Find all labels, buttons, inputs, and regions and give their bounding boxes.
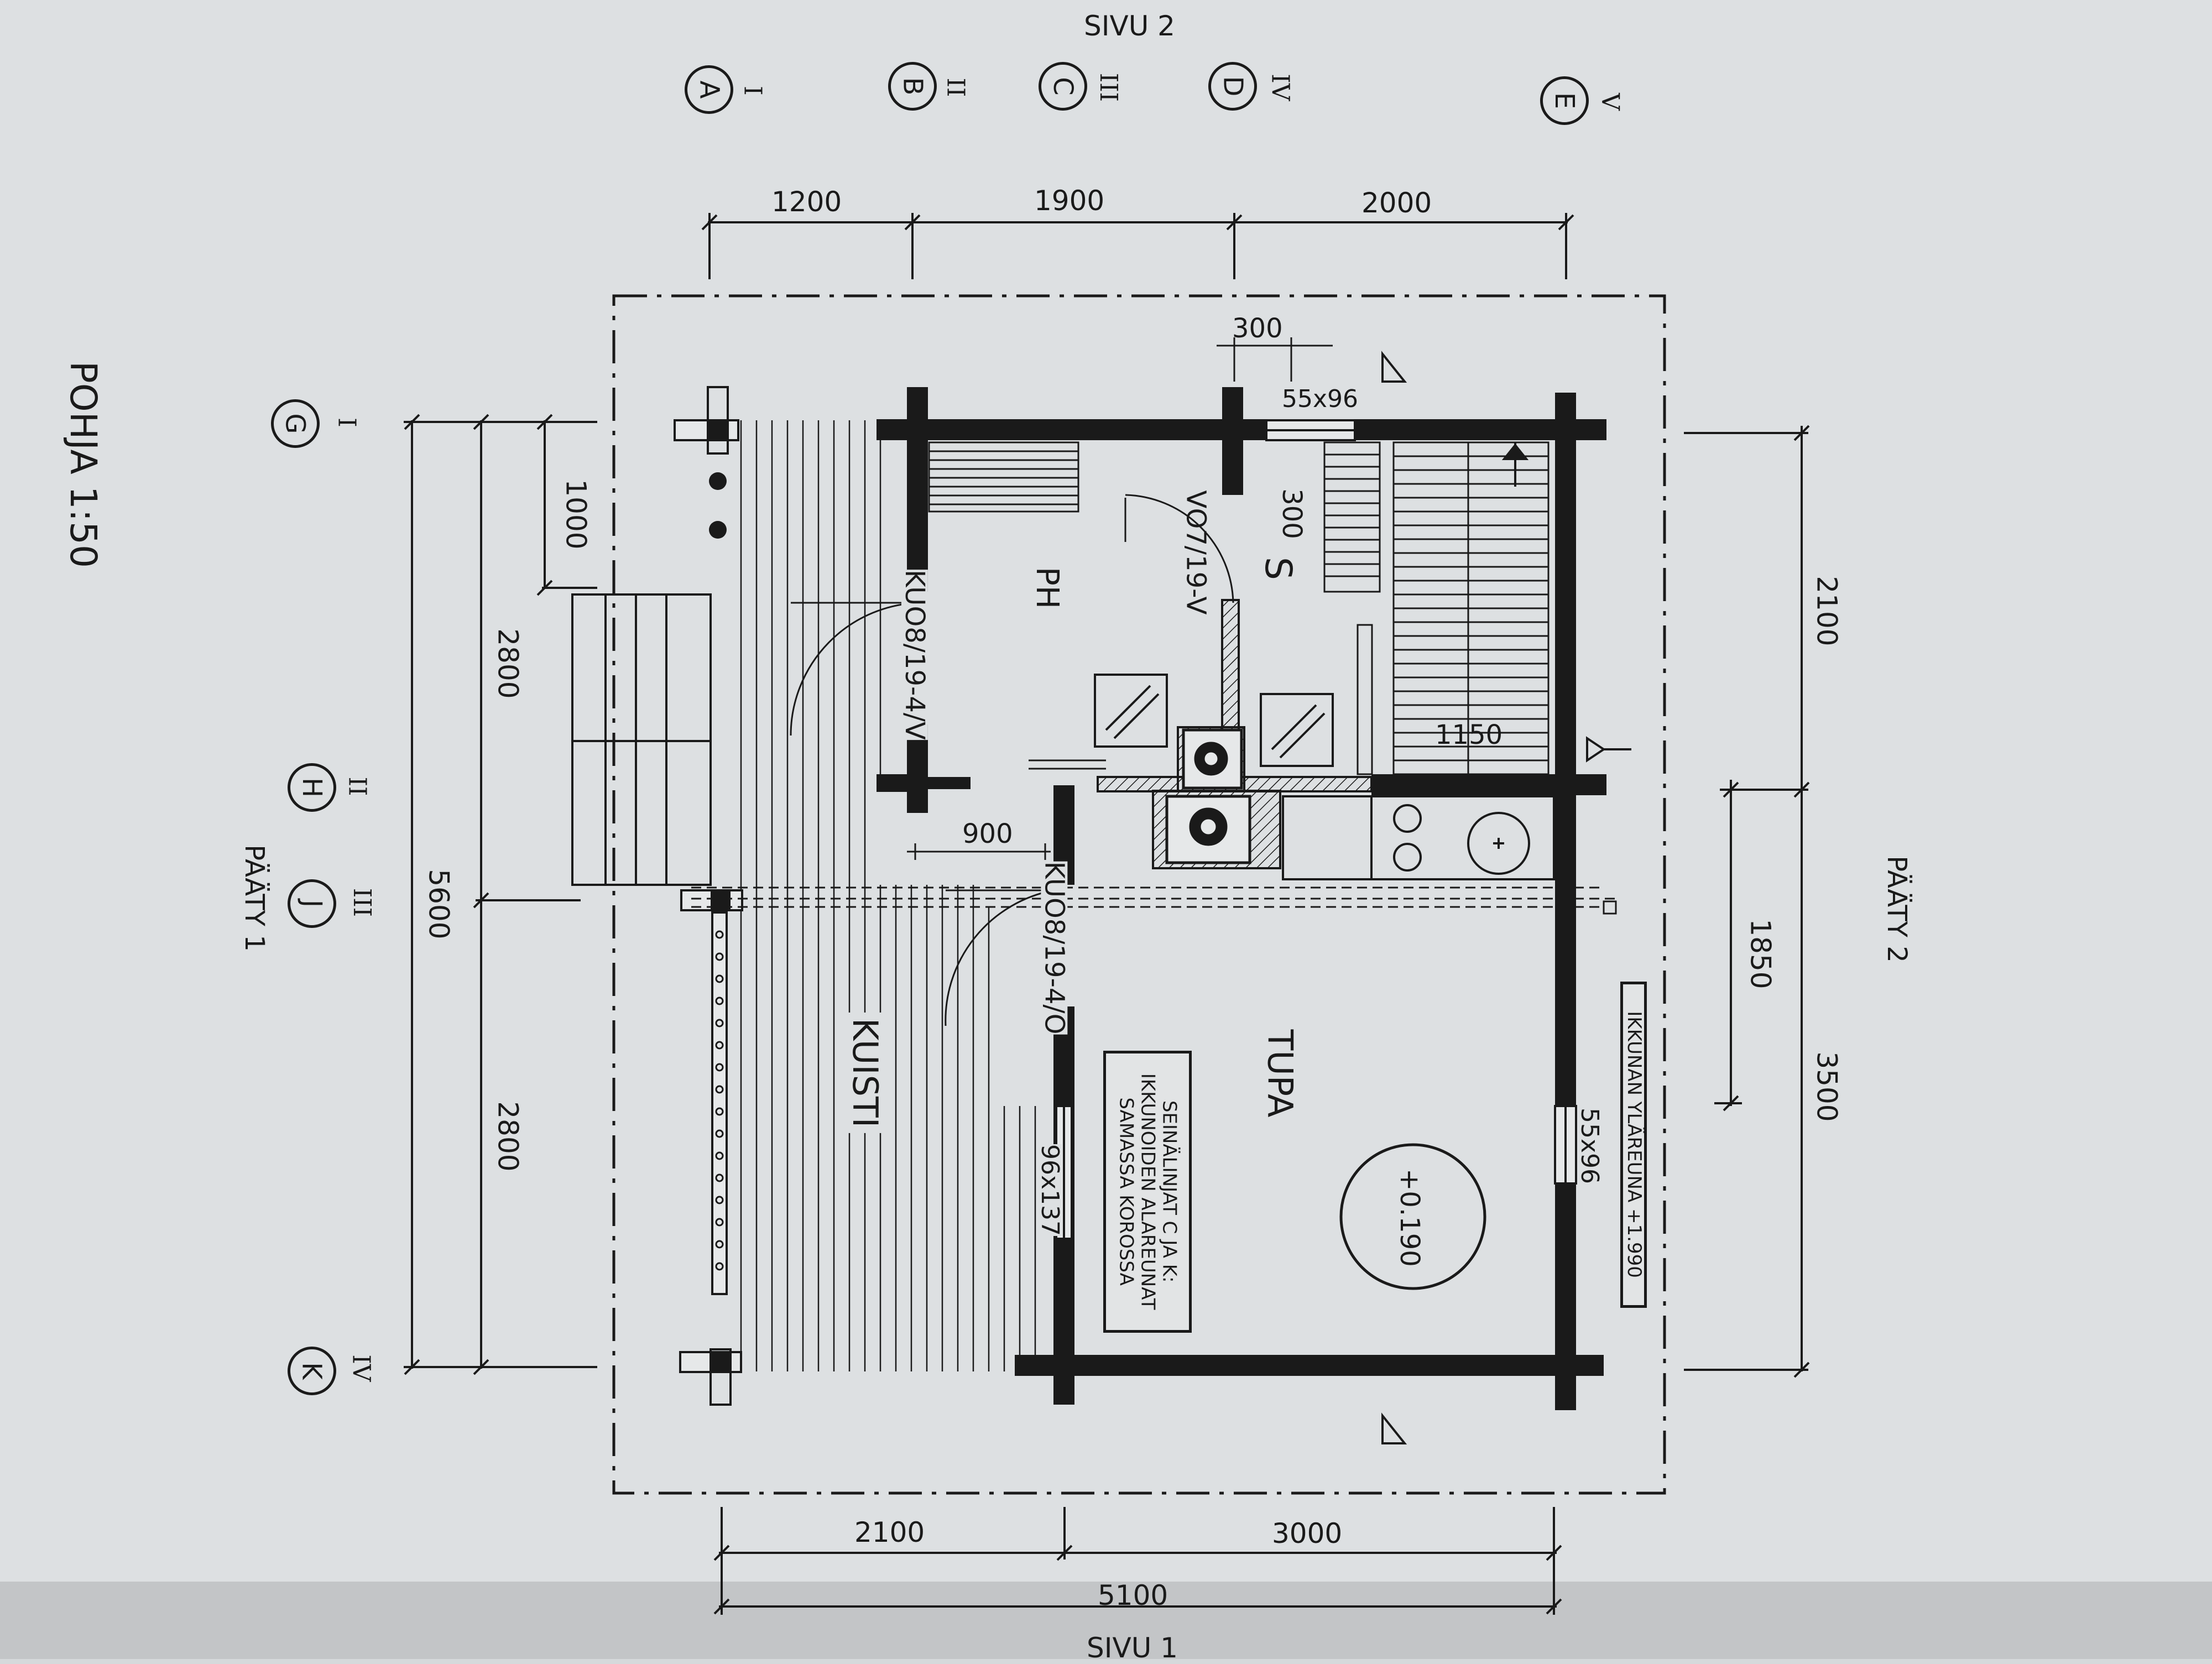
dim-right-1850: 1850 <box>1744 919 1777 989</box>
drawing-title: POHJA 1:50 <box>62 361 105 568</box>
grid-marker-a: A <box>685 65 733 114</box>
grid-marker-g: G <box>271 399 320 448</box>
porch-floor-boards <box>740 420 1036 1371</box>
grid-marker-c: C <box>1039 62 1087 111</box>
level-marker <box>1339 1143 1486 1290</box>
wall-lines-note: SEINÄLINJAT C JA K: IKKUNOIDEN ALAREUNAT… <box>1103 1051 1192 1333</box>
dim-left-2800-top: 2800 <box>492 628 524 699</box>
dim-inner-300-top: 300 <box>1232 313 1283 344</box>
room-label-ph: PH <box>1029 567 1065 609</box>
door-code-bathroom: VO7/19-V <box>1180 490 1212 615</box>
window-size-right: 55x96 <box>1575 1107 1604 1185</box>
left-dimension-lines <box>404 414 597 1375</box>
section-markers <box>1381 351 1631 1444</box>
porch-railing-balusters <box>715 930 724 1271</box>
grid-marker-h: H <box>288 763 336 812</box>
grid-marker-d: D <box>1208 62 1257 111</box>
right-dimension-lines <box>1684 425 1810 1378</box>
dim-bottom-2100: 2100 <box>854 1516 925 1548</box>
porch-steps <box>571 593 712 886</box>
grid-roman-b: II <box>941 77 970 97</box>
grid-marker-e: E <box>1540 76 1589 125</box>
window-top-note: IKKUNAN YLÄREUNA +1.990 <box>1620 982 1647 1308</box>
page-heading-sivu-1: SIVU 1 <box>1087 1632 1178 1664</box>
grid-roman-g: I <box>332 418 361 427</box>
dim-right-3500: 3500 <box>1811 1051 1843 1122</box>
grid-roman-a: I <box>738 86 767 96</box>
dim-inner-300-side: 300 <box>1276 488 1307 539</box>
floor-level-value: +0.190 <box>1394 1169 1425 1267</box>
grid-marker-g-letter: G <box>279 413 311 434</box>
grid-marker-e-letter: E <box>1548 92 1580 109</box>
grid-marker-k: K <box>288 1347 336 1395</box>
dim-inner-1150: 1150 <box>1435 719 1503 750</box>
kitchen-counter <box>1282 795 1555 880</box>
grid-roman-e: V <box>1595 93 1624 111</box>
wall-lines-note-line-1: SEINÄLINJAT C JA K: <box>1158 1100 1181 1283</box>
grid-roman-c: III <box>1094 72 1123 102</box>
window-size-top: 55x96 <box>1282 385 1359 413</box>
window-size-tupa: 96x137 <box>1036 1144 1065 1237</box>
room-label-kuisti: KUISTI <box>845 1012 885 1134</box>
page-heading-sivu-2: SIVU 2 <box>1084 10 1175 42</box>
dim-top-1900: 1900 <box>1034 185 1105 217</box>
elevation-label-paaty-1: PÄÄTY 1 <box>239 844 270 952</box>
grid-marker-a-letter: A <box>693 80 724 99</box>
grid-marker-j: J <box>288 879 336 928</box>
dim-top-2000: 2000 <box>1361 187 1432 219</box>
dim-left-5600: 5600 <box>422 869 455 940</box>
dim-right-2100: 2100 <box>1811 576 1843 646</box>
grid-marker-b-letter: B <box>897 77 928 96</box>
grid-marker-k-letter: K <box>296 1362 327 1380</box>
window-top-note-text: IKKUNAN YLÄREUNA +1.990 <box>1623 1011 1645 1279</box>
door-code-washroom: KUO8/19-4/V <box>899 570 930 740</box>
site-boundary <box>612 294 1666 1495</box>
door-swings <box>790 494 1234 1026</box>
grid-roman-h: II <box>343 776 372 796</box>
wall-lines-note-line-2: IKKUNOIDEN ALAREUNAT <box>1136 1073 1159 1310</box>
bottom-dimension-lines <box>713 1507 1562 1615</box>
dim-left-1000: 1000 <box>560 479 592 550</box>
washroom-bench <box>928 441 1079 513</box>
dim-left-2800-bottom: 2800 <box>492 1101 524 1172</box>
grid-marker-d-letter: D <box>1217 76 1248 97</box>
grid-roman-k: IV <box>347 1354 375 1382</box>
room-label-tupa: TUPA <box>1260 1029 1301 1118</box>
room-label-s: S <box>1256 557 1300 580</box>
grid-roman-d: IV <box>1266 74 1295 101</box>
dim-bottom-5100: 5100 <box>1098 1579 1168 1611</box>
grid-marker-c-letter: C <box>1047 77 1078 96</box>
grid-marker-b: B <box>888 62 937 111</box>
stove <box>1165 728 1251 864</box>
dim-bottom-3000: 3000 <box>1272 1517 1343 1550</box>
top-dimension-lines <box>701 213 1574 279</box>
grid-roman-j: III <box>348 888 377 917</box>
dim-top-1200: 1200 <box>771 186 842 218</box>
sauna-glass-panels <box>1094 674 1334 767</box>
wall-lines-note-text: SEINÄLINJAT C JA K: IKKUNOIDEN ALAREUNAT… <box>1115 1073 1180 1310</box>
dim-inner-900: 900 <box>962 818 1013 849</box>
wall-lines-note-line-3: SAMASSA KOROSSA <box>1115 1097 1138 1286</box>
grid-marker-h-letter: H <box>296 777 327 798</box>
elevation-label-paaty-2: PÄÄTY 2 <box>1881 856 1912 963</box>
beam-line <box>691 886 1620 908</box>
grid-marker-j-letter: J <box>296 899 327 908</box>
door-code-tupa: KUO8/19-4/O <box>1039 861 1070 1035</box>
